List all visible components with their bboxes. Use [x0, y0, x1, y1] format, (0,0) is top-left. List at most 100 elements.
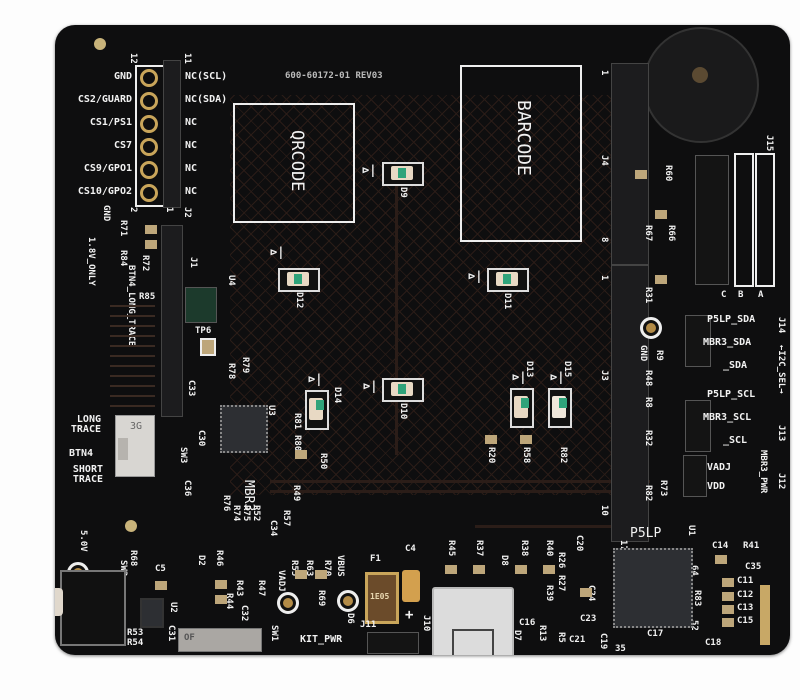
- u1-label: U1: [686, 525, 696, 536]
- refdes-r74: R74: [231, 505, 241, 522]
- j12-jumper[interactable]: [683, 455, 707, 497]
- j4-pin-1: 1: [599, 70, 609, 76]
- j11-label: J11: [360, 620, 377, 630]
- led-d9: [382, 162, 424, 186]
- j13-jumper[interactable]: [685, 400, 711, 452]
- smd-pad: [543, 565, 555, 574]
- smd-pad: [295, 450, 307, 459]
- header-pin: [140, 92, 158, 110]
- jumper-col-c: C: [721, 290, 727, 300]
- refdes-r84: R84: [118, 250, 128, 267]
- refdes-r48: R48: [643, 370, 653, 387]
- refdes-r78: R78: [226, 363, 236, 380]
- switch-knob[interactable]: [118, 438, 128, 460]
- smd-pad: [445, 565, 457, 574]
- diode-symbol-icon: ⊳|: [362, 163, 377, 177]
- trace: [395, 185, 398, 455]
- diode-symbol-icon: ⊳|: [308, 372, 323, 386]
- btn4-trace-select-switch[interactable]: 3G: [115, 415, 155, 477]
- j2-ref: J2: [182, 207, 192, 218]
- reset-button-sw2[interactable]: [60, 570, 126, 646]
- fuse-label: F1: [370, 554, 381, 564]
- smd-pad: [635, 170, 647, 179]
- refdes-d6: D6: [345, 613, 355, 624]
- refdes-r20: R20: [486, 447, 496, 464]
- i2c-label-mbr3-scl: MBR3_SCL: [703, 412, 752, 423]
- v18-only-label: 1.8V_ONLY: [86, 237, 96, 286]
- j13-label: J13: [776, 425, 786, 442]
- smd-pad: [722, 592, 734, 601]
- smd-pad: [655, 275, 667, 284]
- jumper-shunt[interactable]: [695, 155, 729, 285]
- j14-jumper[interactable]: [685, 315, 711, 367]
- smd-pad: [722, 578, 734, 587]
- refdes-c21: C21: [569, 635, 586, 645]
- refdes-r81: R81: [292, 413, 302, 430]
- refdes-c5: C5: [155, 564, 166, 574]
- j3-pin-10: 10: [599, 505, 609, 516]
- vadj-testpoint[interactable]: [277, 592, 299, 614]
- refdes-r76: R76: [221, 495, 231, 512]
- j15-col-b[interactable]: [734, 153, 754, 287]
- refdes-r39: R39: [544, 585, 554, 602]
- smd-pad: [145, 225, 157, 234]
- barcode-zone: [460, 65, 582, 242]
- refdes-r38: R38: [519, 540, 529, 557]
- refdes-r60: R60: [663, 165, 673, 182]
- i2c-label-sda: _SDA: [723, 360, 748, 371]
- refdes-r13: R13: [537, 625, 547, 642]
- smd-pad: [520, 435, 532, 444]
- gnd-testpoint[interactable]: [640, 317, 662, 339]
- j2-label-cs9: CS9/GPO1: [83, 163, 132, 174]
- j10-label: J10: [421, 615, 431, 632]
- j12-label: J12: [776, 473, 786, 490]
- kit-pwr-jumper-j11[interactable]: [367, 632, 419, 654]
- u2-chip: [140, 598, 164, 628]
- refdes-r8: R8: [643, 397, 653, 408]
- slide-switch-sw1[interactable]: OF: [178, 628, 262, 652]
- refdes-c35: C35: [745, 562, 762, 572]
- header-4pin[interactable]: [760, 585, 770, 645]
- c4-label: C4: [405, 544, 416, 554]
- j2-label-nc-scl: NC(SCL): [185, 71, 228, 82]
- refdes-r31: R31: [643, 287, 653, 304]
- pin-number-12: 12: [128, 53, 138, 64]
- smd-pad: [655, 210, 667, 219]
- usb-connector[interactable]: [432, 587, 514, 655]
- j2-label-nc: NC: [185, 117, 198, 128]
- j2-label-nc: NC: [185, 186, 198, 197]
- led-d15: [548, 388, 572, 428]
- diode-symbol-icon: ⊳|: [363, 379, 378, 393]
- refdes-r9: R9: [654, 350, 664, 361]
- j15-col-a[interactable]: [755, 153, 775, 287]
- refdes-r69: R69: [316, 590, 326, 607]
- refdes-r57: R57: [281, 510, 291, 527]
- jumper-col-a: A: [758, 290, 764, 300]
- pcb-board: 600-60172-01 REV03 GND CS2/GUARD CS1/PS1…: [55, 25, 790, 655]
- refdes-c11: C11: [737, 576, 754, 586]
- side-button-plunger[interactable]: [55, 588, 63, 616]
- p5lp-chip-u1: [613, 548, 693, 628]
- j2-label-cs2: CS2/GUARD: [77, 94, 132, 105]
- i2c-label-scl: _SCL: [723, 435, 748, 446]
- refdes-d2: D2: [196, 555, 206, 566]
- refdes-r85: R85: [139, 292, 156, 302]
- mounting-hole: [94, 38, 106, 50]
- led-d10: [382, 378, 424, 402]
- v50-label: 5.0V: [78, 530, 88, 552]
- j2-label-cs7: CS7: [113, 140, 132, 151]
- fuse-marking: 1E05: [370, 592, 390, 601]
- j4-label: J4: [599, 155, 609, 166]
- refdes-r52: R52: [251, 505, 261, 522]
- refdes-r26: R26: [556, 552, 566, 569]
- refdes-r41: R41: [743, 541, 760, 551]
- vbus-testpoint[interactable]: [337, 590, 359, 612]
- part-number: 600-60172-01 REV03: [285, 71, 383, 81]
- header-pin: [140, 138, 158, 156]
- refdes-r32: R32: [643, 430, 653, 447]
- j3-header: [611, 265, 649, 542]
- refdes-r43: R43: [234, 580, 244, 597]
- barcode-label: BARCODE: [513, 100, 534, 176]
- refdes-r67: R67: [643, 225, 653, 242]
- buzzer-hole: [692, 67, 708, 83]
